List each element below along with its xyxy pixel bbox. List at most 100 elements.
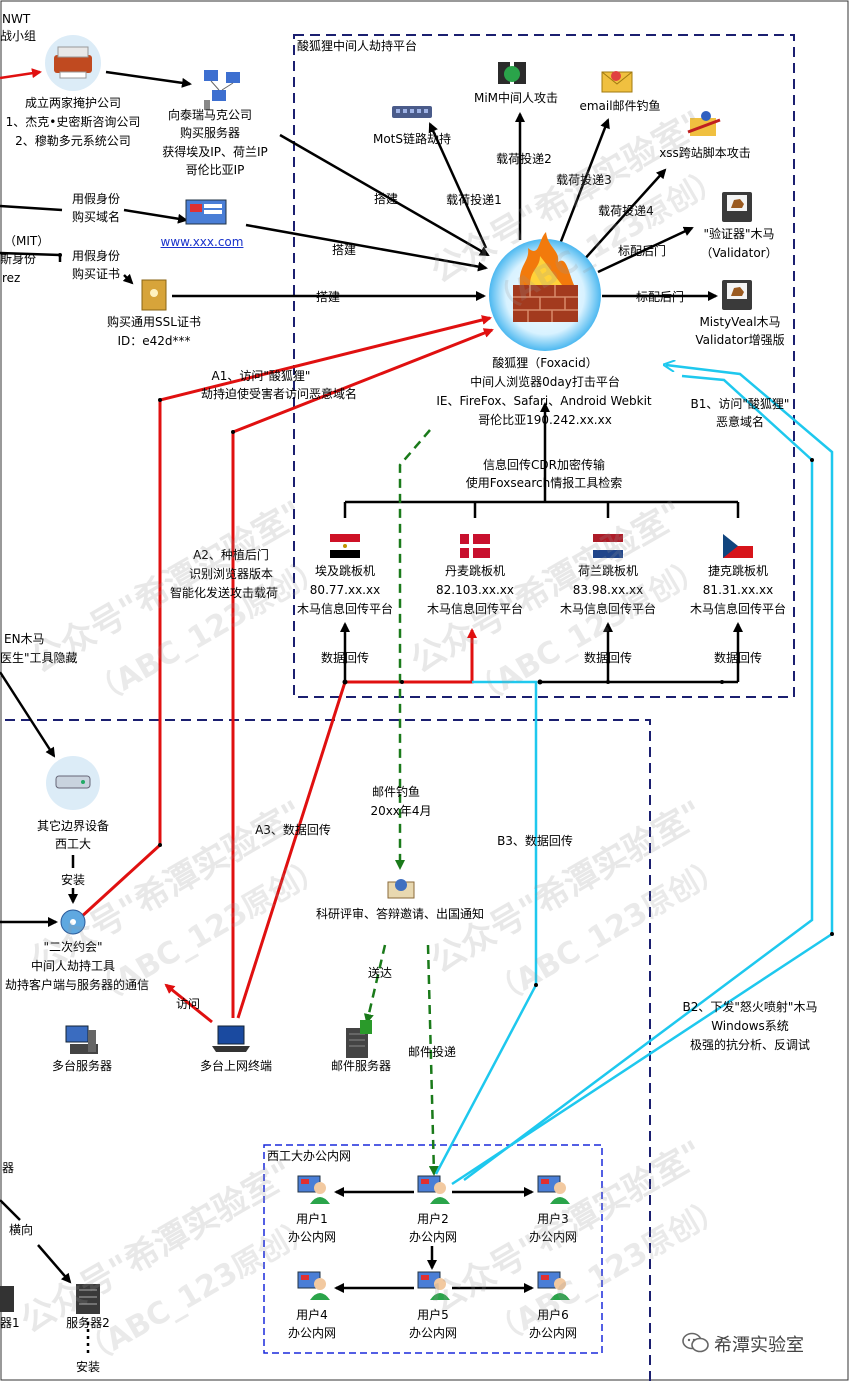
mistyveal-line2: Validator增强版 <box>695 333 785 347</box>
domain-fake-line1: 用假身份 <box>71 192 120 206</box>
multi-servers-label: 多台服务器 <box>51 1059 112 1073</box>
jump-denmark-line3: 木马信息回传平台 <box>426 602 523 616</box>
wechat-logo-icon <box>682 1332 710 1354</box>
edge-b3 <box>434 680 538 1175</box>
build3-label: 搭建 <box>315 290 340 304</box>
flag-denmark-icon <box>460 534 490 558</box>
jump-czech-line3: 木马信息回传平台 <box>689 602 786 616</box>
user6-name: 用户6 <box>537 1308 569 1322</box>
border-line2: 西工大 <box>54 837 91 851</box>
mail-server-icon <box>346 1020 372 1058</box>
jump-egypt-line3: 木马信息回传平台 <box>296 602 393 616</box>
user-1-icon <box>297 1175 330 1204</box>
user6-net: 办公内网 <box>528 1326 577 1340</box>
company-icon <box>45 35 101 91</box>
b1-line2: 恶意域名 <box>715 415 764 429</box>
trojan-label: EN木马 <box>4 632 45 646</box>
edge-cert-fake <box>122 273 134 285</box>
ssl-cert-line1: 购买通用SSL证书 <box>107 315 201 329</box>
multi-servers-icon <box>65 1025 98 1054</box>
second-date-disc-icon <box>60 909 86 935</box>
jump-egypt-line1: 埃及跳板机 <box>314 564 375 578</box>
jump-czech-line1: 捷克跳板机 <box>707 564 768 578</box>
user1-net: 办公内网 <box>287 1230 336 1244</box>
jump-denmark-line1: 丹麦跳板机 <box>444 564 505 578</box>
front-company-line2: 1、杰克•史密斯咨询公司 <box>5 115 141 129</box>
a2-line3: 智能化发送攻击载荷 <box>170 586 279 600</box>
domain-fake-line2: 购买域名 <box>71 210 120 224</box>
server-icon-left <box>0 1286 14 1312</box>
edge-left-cert <box>0 251 61 257</box>
foxacid-line3: IE、FireFox、Safari、Android Webkit <box>436 394 652 408</box>
build2-label: 搭建 <box>331 243 356 257</box>
buy-server-line2: 购买服务器 <box>179 126 240 140</box>
edge-a1-foot <box>78 843 162 920</box>
edge-left-domain <box>0 204 63 212</box>
email-icon <box>601 71 633 93</box>
team-label: 战小组 <box>0 29 37 43</box>
edge-domain-fake <box>123 208 188 224</box>
edge-phish <box>395 429 431 870</box>
cdr-line2: 使用Foxsearch情报工具检索 <box>465 476 623 490</box>
server-partial-label: 器 <box>2 1161 15 1175</box>
edge-payload3 <box>558 118 610 245</box>
payload3-label: 载荷投递3 <box>556 173 612 187</box>
mots-label: MotS链路劫持 <box>372 132 452 146</box>
user1-name: 用户1 <box>296 1212 328 1226</box>
cert-fake-line1: 用假身份 <box>71 249 120 263</box>
phish-line1: 邮件钓鱼 <box>371 785 420 799</box>
jump-egypt-line2: 80.77.xx.xx <box>309 583 381 597</box>
edge-build1 <box>279 133 490 257</box>
build1-label: 搭建 <box>373 192 398 206</box>
user-6-icon <box>537 1271 570 1300</box>
edge-build2 <box>245 223 488 272</box>
laptop-icon <box>212 1025 250 1052</box>
install2-label: 安装 <box>75 1360 100 1374</box>
flag-egypt-icon <box>330 534 360 558</box>
b2-line1: B2、下发"怒火喷射"木马 <box>682 1000 818 1014</box>
edge-visit <box>164 983 213 1024</box>
mail-delivery-label: 邮件投递 <box>407 1045 456 1059</box>
user-2-icon <box>417 1175 450 1204</box>
a2-line2: 识别浏览器版本 <box>188 567 273 581</box>
ssl-cert-line2: ID：e42d*** <box>117 334 191 348</box>
b3-label: B3、数据回传 <box>497 834 573 848</box>
a3-label: A3、数据回传 <box>255 823 331 837</box>
payload1-label: 载荷投递1 <box>446 193 502 207</box>
install1-label: 安装 <box>60 873 85 887</box>
edge-payload4 <box>581 168 667 263</box>
phish-line2: 20xx年4月 <box>370 804 432 818</box>
user5-name: 用户5 <box>417 1308 449 1322</box>
hijack-platform-title: 酸狐狸中间人劫持平台 <box>297 39 418 53</box>
campus-network-box <box>5 719 651 1381</box>
user-5-icon <box>417 1271 450 1300</box>
mit-label: （MIT） <box>4 234 50 248</box>
user2-name: 用户2 <box>417 1212 449 1226</box>
a1-line2: 劫持迫使受害者访问恶意域名 <box>200 387 357 401</box>
certificate-icon <box>141 279 167 311</box>
jump-netherlands-line2: 83.98.xx.xx <box>572 583 644 597</box>
flag-netherlands-icon <box>593 534 623 558</box>
mim-label: MiM中间人攻击 <box>473 91 559 105</box>
mit-identity-label: 斯身份 <box>0 252 37 266</box>
b2-line3: 极强的抗分析、反调试 <box>689 1038 810 1052</box>
edge-a3 <box>236 628 477 1019</box>
research-mail-icon <box>387 879 415 899</box>
mail-server-label: 邮件服务器 <box>330 1059 391 1073</box>
validator-line2: （Validator） <box>700 246 778 260</box>
a2-line1: A2、种植后门 <box>193 548 269 562</box>
foxacid-line2: 中间人浏览器0day打击平台 <box>470 375 620 389</box>
border-line1: 其它边界设备 <box>36 819 109 833</box>
domain-link[interactable]: www.xxx.com <box>160 235 244 249</box>
user4-name: 用户4 <box>296 1308 328 1322</box>
server2-label: 服务器2 <box>66 1316 110 1330</box>
nwt-label: NWT <box>2 12 31 26</box>
rez-label: rez <box>2 271 21 285</box>
user2-net: 办公内网 <box>408 1230 457 1244</box>
mistyveal-line1: MistyVeal木马 <box>699 315 781 329</box>
server2-icon <box>76 1284 100 1314</box>
buy-server-line3: 获得埃及IP、荷兰IP <box>162 145 268 159</box>
jump-czech-line2: 81.31.xx.xx <box>702 583 774 597</box>
edge-b2 <box>463 374 814 1182</box>
